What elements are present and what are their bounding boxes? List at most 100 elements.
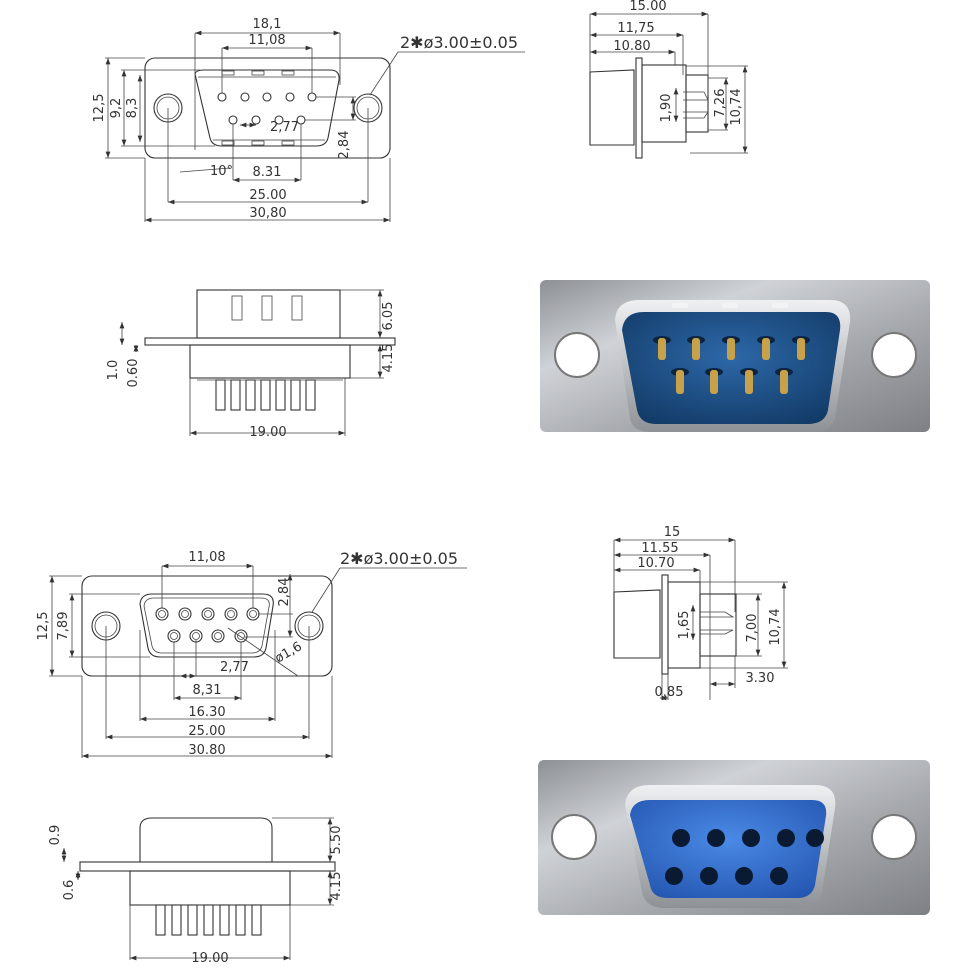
- latch-slot: [281, 70, 295, 76]
- pin: [305, 379, 316, 411]
- pin: [658, 338, 666, 360]
- dim-height: 12,5: [92, 94, 107, 123]
- dim-total-length: 15: [664, 525, 681, 540]
- dim-pin-pitch: 2,77: [220, 660, 249, 675]
- socket: [770, 867, 788, 885]
- dim-body-length: 10.70: [637, 556, 674, 571]
- dim-hole-spacing: 25.00: [249, 188, 286, 203]
- socket: [246, 607, 260, 621]
- dim-pin-pitch: 2,77: [270, 120, 299, 135]
- socket: [742, 829, 760, 847]
- socket-inner: [249, 610, 257, 618]
- dim-flange-height: 10,74: [729, 88, 744, 125]
- male-profile-view: 6.05 4.15 1.0 0.60 19.00: [106, 289, 396, 440]
- socket-inner: [170, 632, 178, 640]
- socket: [178, 607, 192, 621]
- dim-shell-height: 6.05: [381, 302, 396, 331]
- dim-flange-offset: 0.6: [62, 880, 77, 901]
- dim-hole-spacing: 25.00: [188, 724, 225, 739]
- dim-total-length: 15.00: [629, 0, 666, 14]
- socket-inner: [158, 610, 166, 618]
- socket-inner: [181, 610, 189, 618]
- socket: [707, 829, 725, 847]
- dim-pin-gap: 1,90: [659, 94, 674, 123]
- dim-pin-length: 3.30: [746, 671, 775, 686]
- pin: [235, 904, 246, 936]
- extension-line: [179, 167, 231, 173]
- pin: [745, 370, 753, 394]
- socket-inner: [214, 632, 222, 640]
- dim-shell-height: 5.50: [329, 826, 344, 855]
- pin: [262, 92, 272, 102]
- female-profile-view: 5.50 4.15 0.9 0.6 19.00: [48, 817, 344, 966]
- pin: [285, 92, 295, 102]
- latch-slot: [772, 303, 788, 308]
- socket: [665, 867, 683, 885]
- pin: [676, 370, 684, 394]
- dim-width: 19.00: [191, 951, 228, 966]
- dim-overall-width: 30.80: [188, 743, 225, 758]
- dim-shell-width: 18,1: [253, 17, 282, 32]
- socket-inner: [192, 632, 200, 640]
- latch-slot: [221, 140, 235, 146]
- socket: [806, 829, 824, 847]
- pin: [240, 92, 250, 102]
- male-hole-spec: 2✱ø3.00±0.05: [400, 33, 518, 52]
- latch-slot: [251, 70, 265, 76]
- latch-slot: [672, 303, 688, 308]
- pin: [275, 379, 286, 411]
- pin: [290, 379, 301, 411]
- latch-slot: [281, 140, 295, 146]
- dim-pin-span-top: 11,08: [188, 550, 225, 565]
- dim-inner-height: 8,3: [125, 98, 140, 119]
- dim-flange-thickness: 0.85: [655, 685, 684, 700]
- pin: [307, 92, 317, 102]
- pin: [245, 379, 256, 411]
- socket: [167, 629, 181, 643]
- pin: [228, 115, 238, 125]
- latch-slot: [221, 70, 235, 76]
- pin: [251, 904, 262, 936]
- socket: [155, 607, 169, 621]
- socket: [224, 607, 238, 621]
- pin: [217, 92, 227, 102]
- pin: [155, 904, 166, 936]
- pin: [187, 904, 198, 936]
- socket-inner: [204, 610, 212, 618]
- dim-inner-height: 7,89: [56, 612, 71, 641]
- dim-overall-width: 30,80: [249, 206, 286, 221]
- dim-pin-diameter: ø1,6: [273, 639, 305, 666]
- dim-pin-gap: 1,65: [677, 611, 692, 640]
- latch-slot: [722, 303, 738, 308]
- dim-width: 19.00: [249, 425, 286, 440]
- pin: [203, 904, 214, 936]
- dim-angle: 10°: [210, 164, 233, 179]
- dim-flange-offset: 0.60: [126, 359, 141, 388]
- dim-body-length: 10.80: [613, 39, 650, 54]
- socket: [201, 607, 215, 621]
- pin: [230, 379, 241, 411]
- dim-row-spacing: 2,84: [277, 578, 292, 607]
- female-hole-spec: 2✱ø3.00±0.05: [340, 549, 458, 568]
- male-side-view: 15.00 11,75 10.80 1,90 7,26 10,74: [589, 0, 748, 159]
- dim-pin-span-top: 11,08: [248, 33, 285, 48]
- female-front-view: 2✱ø3.00±0.05 11,08 2,77 ø1,6 8,31 16.30 …: [36, 549, 467, 759]
- socket: [700, 867, 718, 885]
- socket-inner: [227, 610, 235, 618]
- dim-pin-span: 7,26: [713, 89, 728, 118]
- dim-body-height: 4.15: [381, 344, 396, 373]
- dim-flange-thickness: 0.9: [48, 825, 63, 846]
- pin: [251, 115, 261, 125]
- dim-shell-height: 9,2: [109, 98, 124, 119]
- dim-row-spacing: 2,84: [337, 131, 352, 160]
- dim-to-pins: 11.55: [641, 541, 678, 556]
- pin: [710, 370, 718, 394]
- pin: [219, 904, 230, 936]
- dim-pin-span-bottom: 8,31: [193, 683, 222, 698]
- dim-pin-span: 7,00: [745, 614, 760, 643]
- socket: [777, 829, 795, 847]
- socket: [735, 867, 753, 885]
- socket: [672, 829, 690, 847]
